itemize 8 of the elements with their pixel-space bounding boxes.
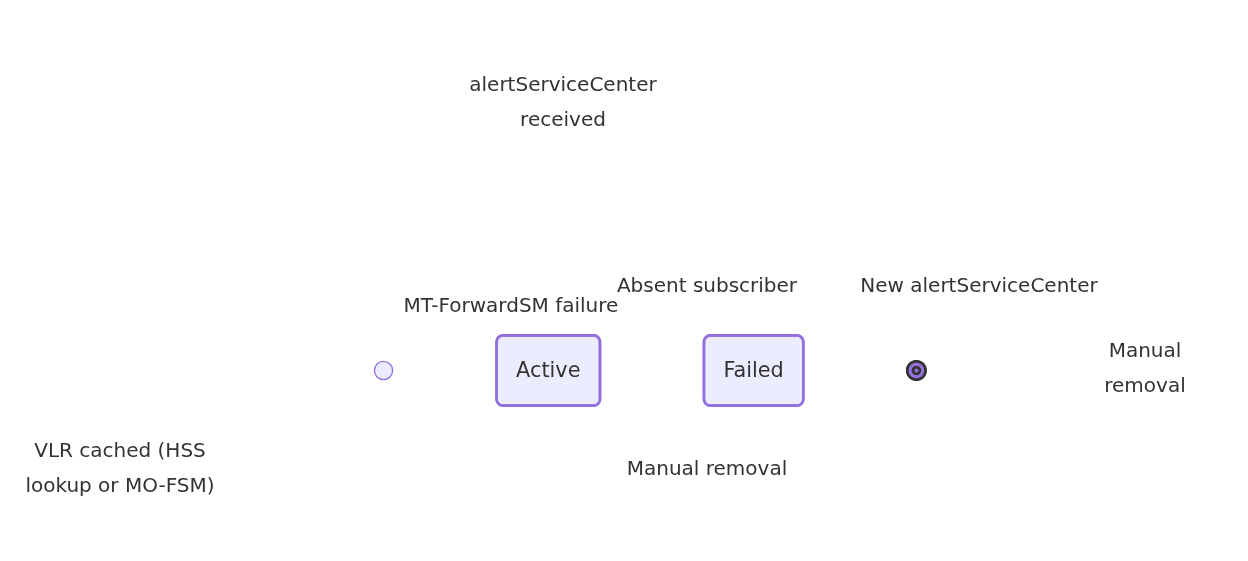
transition-label: alertServiceCenter received <box>468 71 658 133</box>
transition-label: New alertServiceCenter <box>860 271 1098 299</box>
transition-label: Absent subscriber <box>616 271 798 297</box>
transition-label: Manual removal <box>1103 337 1187 399</box>
transition-label: VLR cached (HSS lookup or MO-FSM) <box>24 437 216 499</box>
transition-label: MT-ForwardSM failure <box>403 292 619 319</box>
node-circle <box>373 360 394 380</box>
transition-label: Manual removal <box>626 454 788 482</box>
